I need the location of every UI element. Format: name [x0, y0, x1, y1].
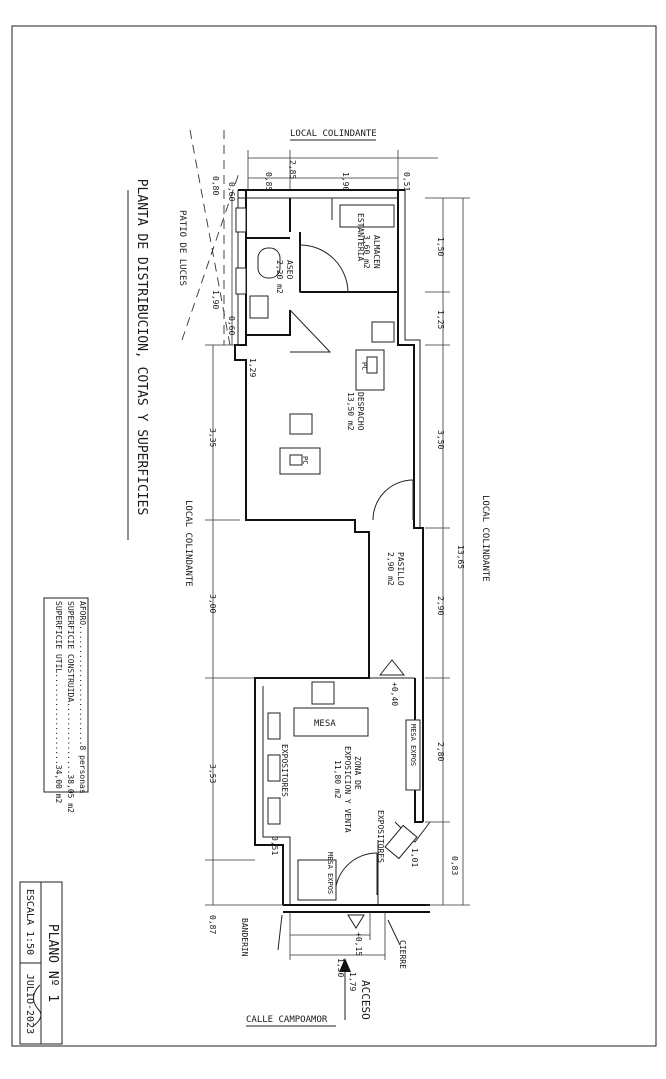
dim-inner-6: 1,79 — [348, 972, 357, 991]
summary-aforo: AFORO.........................8 personas — [78, 601, 87, 794]
dim-top-3: 0,51 — [402, 172, 411, 191]
title-block: PLANO Nº 1 ESCALA 1:50 JULIO-2023 — [19, 881, 63, 1045]
dim-left-3: 0,87 — [208, 915, 217, 934]
toilet — [257, 247, 281, 279]
label-aseo-area: 2,20 m2 — [275, 260, 284, 294]
label-zona-2: EXPOSICION Y VENTA — [343, 746, 352, 833]
plan-scale: ESCALA 1:50 — [24, 889, 35, 955]
label-local-top: LOCAL COLINDANTE — [290, 129, 377, 139]
dim-top-0: 2,85 — [288, 160, 297, 179]
dim-right-3: 2,90 — [436, 596, 445, 615]
label-banderin: BANDERIN — [240, 918, 249, 957]
access-arrow — [339, 958, 351, 972]
dim-right-0: 1,50 — [436, 237, 445, 256]
summary-construida: SUPERFICIE CONSTRUIDA...............38,0… — [66, 601, 75, 813]
chair-2 — [289, 413, 313, 435]
title-group: PLANTA DE DISTRIBUCION, COTAS Y SUPERFIC… — [134, 179, 149, 516]
mesa-expos-right — [405, 719, 421, 791]
dim-patio-2: 1,90 — [211, 290, 220, 309]
dim-top-1: 0,85 — [264, 172, 273, 191]
dim-inner-5: 1,50 — [336, 958, 345, 977]
mesa-table — [293, 707, 369, 737]
label-pc-1: PC — [360, 362, 368, 370]
dim-left-0: 3,35 — [208, 428, 217, 447]
dimensions-left — [205, 198, 283, 906]
label-patio: PATIO DE LUCES — [177, 210, 187, 286]
label-pc-2: PC — [301, 456, 309, 464]
dim-inner-1: 0,51 — [270, 836, 279, 855]
dimensions-top — [247, 150, 438, 190]
dimensions-right — [425, 197, 470, 906]
summary-box: AFORO.........................8 personas… — [43, 597, 89, 813]
plan-title: PLANTA DE DISTRIBUCION, COTAS Y SUPERFIC… — [134, 179, 149, 516]
label-cierre: CIERRE — [398, 940, 407, 969]
plan-number: PLANO Nº 1 — [45, 924, 60, 1002]
dim-top-2: 1,90 — [341, 172, 350, 191]
dim-right-total: 13,65 — [456, 545, 465, 569]
label-mesa: MESA — [314, 719, 336, 729]
plan-date: JULIO-2023 — [24, 974, 35, 1034]
dim-inner-2: 1,01 — [410, 848, 419, 867]
washbasin — [249, 295, 269, 319]
signature-mark — [31, 984, 42, 1028]
doors — [289, 244, 414, 896]
label-almacen-area: 3,60 m2 — [362, 235, 371, 269]
walls — [181, 129, 431, 913]
label-street: CALLE CAMPOAMOR — [246, 1015, 328, 1025]
dim-right-1: 1,25 — [436, 310, 445, 329]
dim-right-5: 0,83 — [450, 856, 459, 875]
summary-util: SUPERFICIE UTIL...................34,00 … — [54, 601, 63, 803]
dim-right-4: 2,80 — [436, 742, 445, 761]
label-expositores-left: EXPOSITORES — [280, 744, 289, 797]
label-despacho: DESPACHO — [356, 392, 365, 431]
label-local-right: LOCAL COLINDANTE — [480, 495, 490, 582]
sheet-border — [11, 25, 657, 1047]
dim-left-1: 3,00 — [208, 594, 217, 613]
label-zona-1: ZONA DE — [353, 756, 362, 790]
estanteria-shelf — [339, 204, 395, 228]
chair-1 — [371, 321, 395, 343]
dim-patio-0: 0,80 — [211, 176, 220, 195]
label-estanteria: ESTANTERIA — [356, 213, 365, 261]
dim-right-2: 3,50 — [436, 430, 445, 449]
dim-inner-4: +0,15 — [354, 932, 363, 956]
label-aseo: ASEO — [285, 260, 294, 279]
dim-inner-0: 1,29 — [248, 358, 257, 377]
label-zona-area: 11,80 m2 — [333, 760, 342, 799]
label-local-left: LOCAL COLINDANTE — [183, 500, 193, 587]
label-mesa-expos-bottom: MESA EXPOS — [326, 852, 334, 894]
dim-left-2: 3,53 — [208, 764, 217, 783]
dim-patio-1: 0,60 — [227, 182, 236, 201]
dimensions-bottom — [277, 912, 401, 1020]
label-pasillo: PASILLO — [396, 552, 405, 586]
label-almacen: ALMACEN — [372, 235, 381, 269]
furniture — [235, 204, 421, 929]
label-mesa-expos-right: MESA EXPOS — [409, 724, 417, 766]
label-despacho-area: 13,50 m2 — [346, 392, 355, 431]
label-access: ACCESO — [359, 980, 372, 1020]
mesa-expos-bottom — [297, 859, 337, 901]
label-expositores-right: EXPOSITORES — [376, 810, 385, 863]
chair-3 — [311, 681, 335, 705]
labels: LOCAL COLINDANTE CALLE CAMPOAMOR LOCAL C… — [177, 129, 490, 1027]
label-pasillo-area: 2,90 m2 — [386, 552, 395, 586]
dim-inner-3: +0,40 — [390, 682, 399, 706]
dim-patio-3: 0,60 — [227, 316, 236, 335]
